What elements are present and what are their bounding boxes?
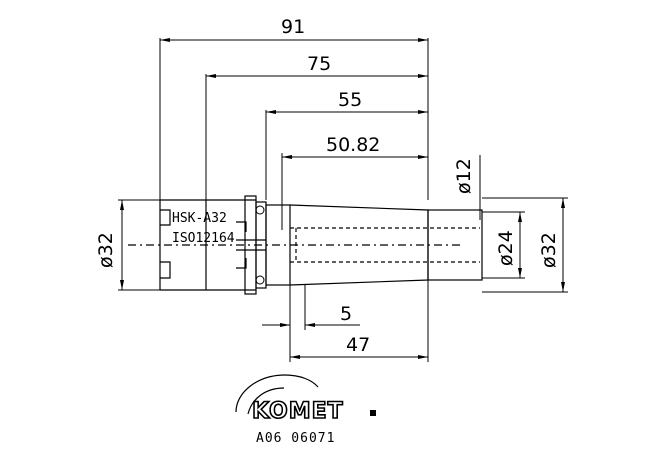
- dimension-dia32-left: ø32: [95, 199, 160, 291]
- tool-body: [128, 195, 483, 295]
- dimension-47: 47: [290, 280, 429, 362]
- dimension-dia32-right: ø32: [482, 197, 568, 293]
- komet-logo: KOMET: [235, 374, 376, 425]
- dimension-dia12: ø12: [453, 155, 481, 220]
- dimension-47-label: 47: [346, 334, 370, 356]
- dimension-dia32-right-label: ø32: [538, 232, 560, 268]
- dimension-91-label: 91: [281, 16, 305, 38]
- drawing-code: A06 06071: [256, 431, 335, 446]
- hsk-label: HSK-A32: [172, 211, 227, 226]
- dimension-91: 91: [159, 16, 429, 218]
- dimension-dia32-left-label: ø32: [95, 232, 117, 268]
- komet-logo-text: KOMET: [252, 399, 344, 424]
- dimension-5: 5: [262, 285, 360, 362]
- dimension-50-82: 50.82: [281, 134, 428, 230]
- iso-label: ISO12164: [172, 231, 235, 246]
- dimension-50-82-label: 50.82: [326, 134, 380, 156]
- dimension-75: 75: [205, 53, 428, 290]
- dimension-dia24-label: ø24: [495, 230, 517, 266]
- dimension-dia24: ø24: [482, 211, 525, 279]
- dimension-55: 55: [265, 89, 428, 200]
- dimension-dia12-label: ø12: [453, 158, 475, 194]
- dimension-75-label: 75: [307, 53, 331, 75]
- dimension-5-label: 5: [340, 303, 352, 325]
- dimension-55-label: 55: [338, 89, 362, 111]
